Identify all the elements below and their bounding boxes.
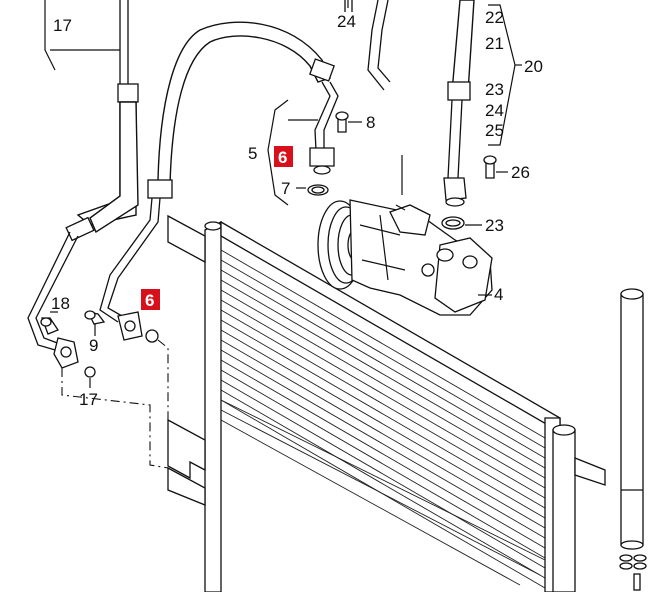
callout-22: 22 <box>485 8 504 27</box>
condenser-fin-line <box>220 329 546 519</box>
callout-4: 4 <box>494 285 503 304</box>
callout-18: 18 <box>51 294 70 313</box>
ac-compressor <box>317 155 493 316</box>
fasteners <box>40 111 497 335</box>
condenser-fin-line <box>220 369 546 559</box>
callout-26: 26 <box>511 163 530 182</box>
refrigerant-hoses <box>27 0 475 378</box>
callout-8: 8 <box>366 113 375 132</box>
callout-5: 5 <box>248 144 257 163</box>
callout-24-top: 24 <box>337 12 356 31</box>
condenser-fin-line <box>220 379 546 569</box>
callout-21: 21 <box>485 34 504 53</box>
condenser <box>167 214 606 592</box>
leader-lines <box>44 0 522 469</box>
callout-7: 7 <box>281 179 290 198</box>
condenser-fin-line <box>220 339 546 529</box>
condenser-fin-line <box>220 279 546 469</box>
callouts: 17 24 22 21 20 23 24 25 8 5 6 7 26 23 18… <box>51 8 543 409</box>
condenser-fin-line <box>220 349 546 539</box>
condenser-fin-line <box>220 269 546 459</box>
callout-6-upper: 6 <box>278 148 287 167</box>
callout-17-bottom: 17 <box>79 390 98 409</box>
receiver-drier <box>619 288 647 591</box>
highlight-tag-6-lower <box>141 289 160 310</box>
condenser-fin-line <box>220 249 546 439</box>
condenser-fin-line <box>220 389 546 579</box>
callout-9: 9 <box>89 336 98 355</box>
callout-23-group: 23 <box>485 80 504 99</box>
condenser-fin-line <box>220 359 546 549</box>
callout-17-top: 17 <box>53 16 72 35</box>
condenser-fin-line <box>220 259 546 449</box>
callout-24-group: 24 <box>485 101 504 120</box>
highlight-tag-6-upper <box>274 146 293 167</box>
callout-23-right: 23 <box>485 216 504 235</box>
condenser-fin-line <box>220 319 546 509</box>
callout-25: 25 <box>485 121 504 140</box>
condenser-fin-line <box>220 309 546 499</box>
condenser-fin-line <box>220 299 546 489</box>
callout-6-lower: 6 <box>145 291 154 310</box>
callout-20: 20 <box>524 57 543 76</box>
condenser-fin-line <box>220 289 546 479</box>
